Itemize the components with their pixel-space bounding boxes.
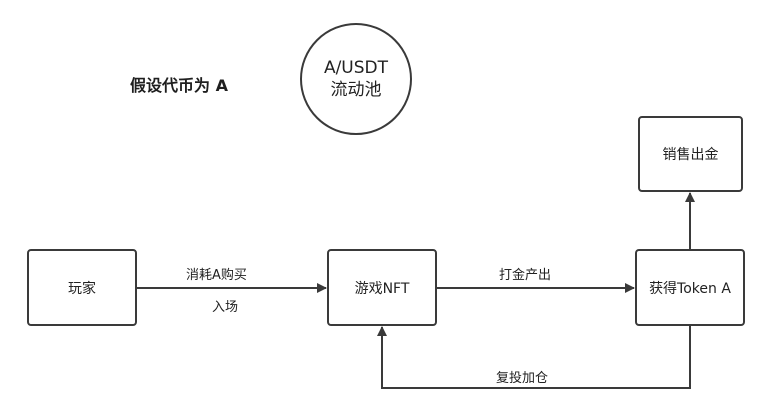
edge-label-mine: 打金产出 <box>499 268 552 283</box>
pool-pair-label: A/USDT <box>323 58 389 78</box>
edge-label-entry: 入场 <box>212 300 239 315</box>
liquidity-pool-node: A/USDT 流动池 <box>300 23 412 135</box>
sell-node: 销售出金 <box>638 116 743 192</box>
arrow-token-reinvest-to-nft <box>377 326 691 389</box>
edge-label-reinvest: 复投加仓 <box>496 371 549 386</box>
edge-label-consume: 消耗A购买 <box>186 268 247 283</box>
pool-type-label: 流动池 <box>330 80 382 100</box>
assumption-note: 假设代币为 A <box>130 76 228 95</box>
game-nft-node: 游戏NFT <box>327 249 437 326</box>
player-node: 玩家 <box>27 249 137 326</box>
player-node-label: 玩家 <box>68 280 96 297</box>
game-nft-node-label: 游戏NFT <box>354 280 410 297</box>
get-token-node: 获得Token A <box>635 249 745 326</box>
get-token-node-label: 获得Token A <box>649 280 731 297</box>
sell-node-label: 销售出金 <box>662 147 719 163</box>
